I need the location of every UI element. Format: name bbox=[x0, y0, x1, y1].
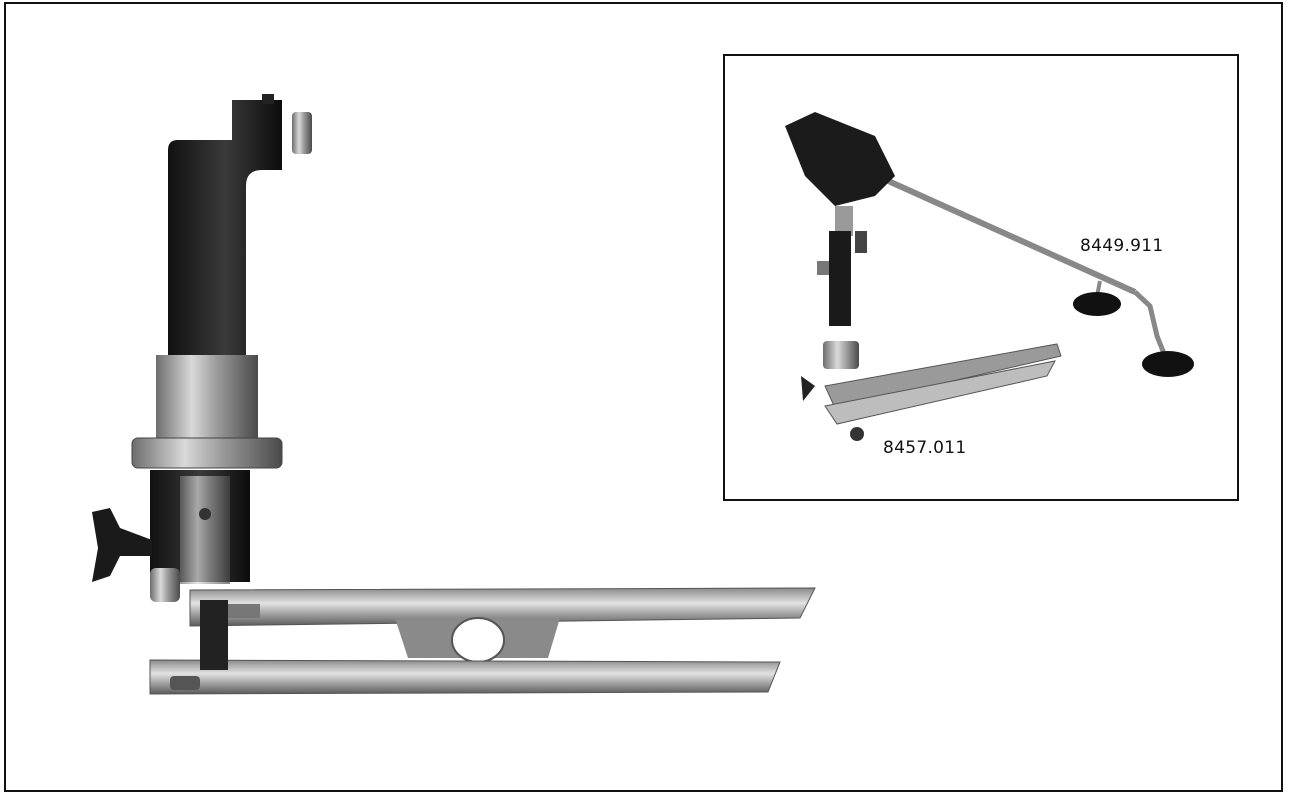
inset-panel: 8449.911 8457.011 bbox=[723, 54, 1239, 501]
part-number-label-8457: 8457.011 bbox=[883, 438, 967, 458]
part-number-label-8449: 8449.911 bbox=[1080, 236, 1164, 256]
retractor-holder-illustration bbox=[92, 94, 816, 695]
assembled-retractor-illustration bbox=[785, 112, 1194, 441]
